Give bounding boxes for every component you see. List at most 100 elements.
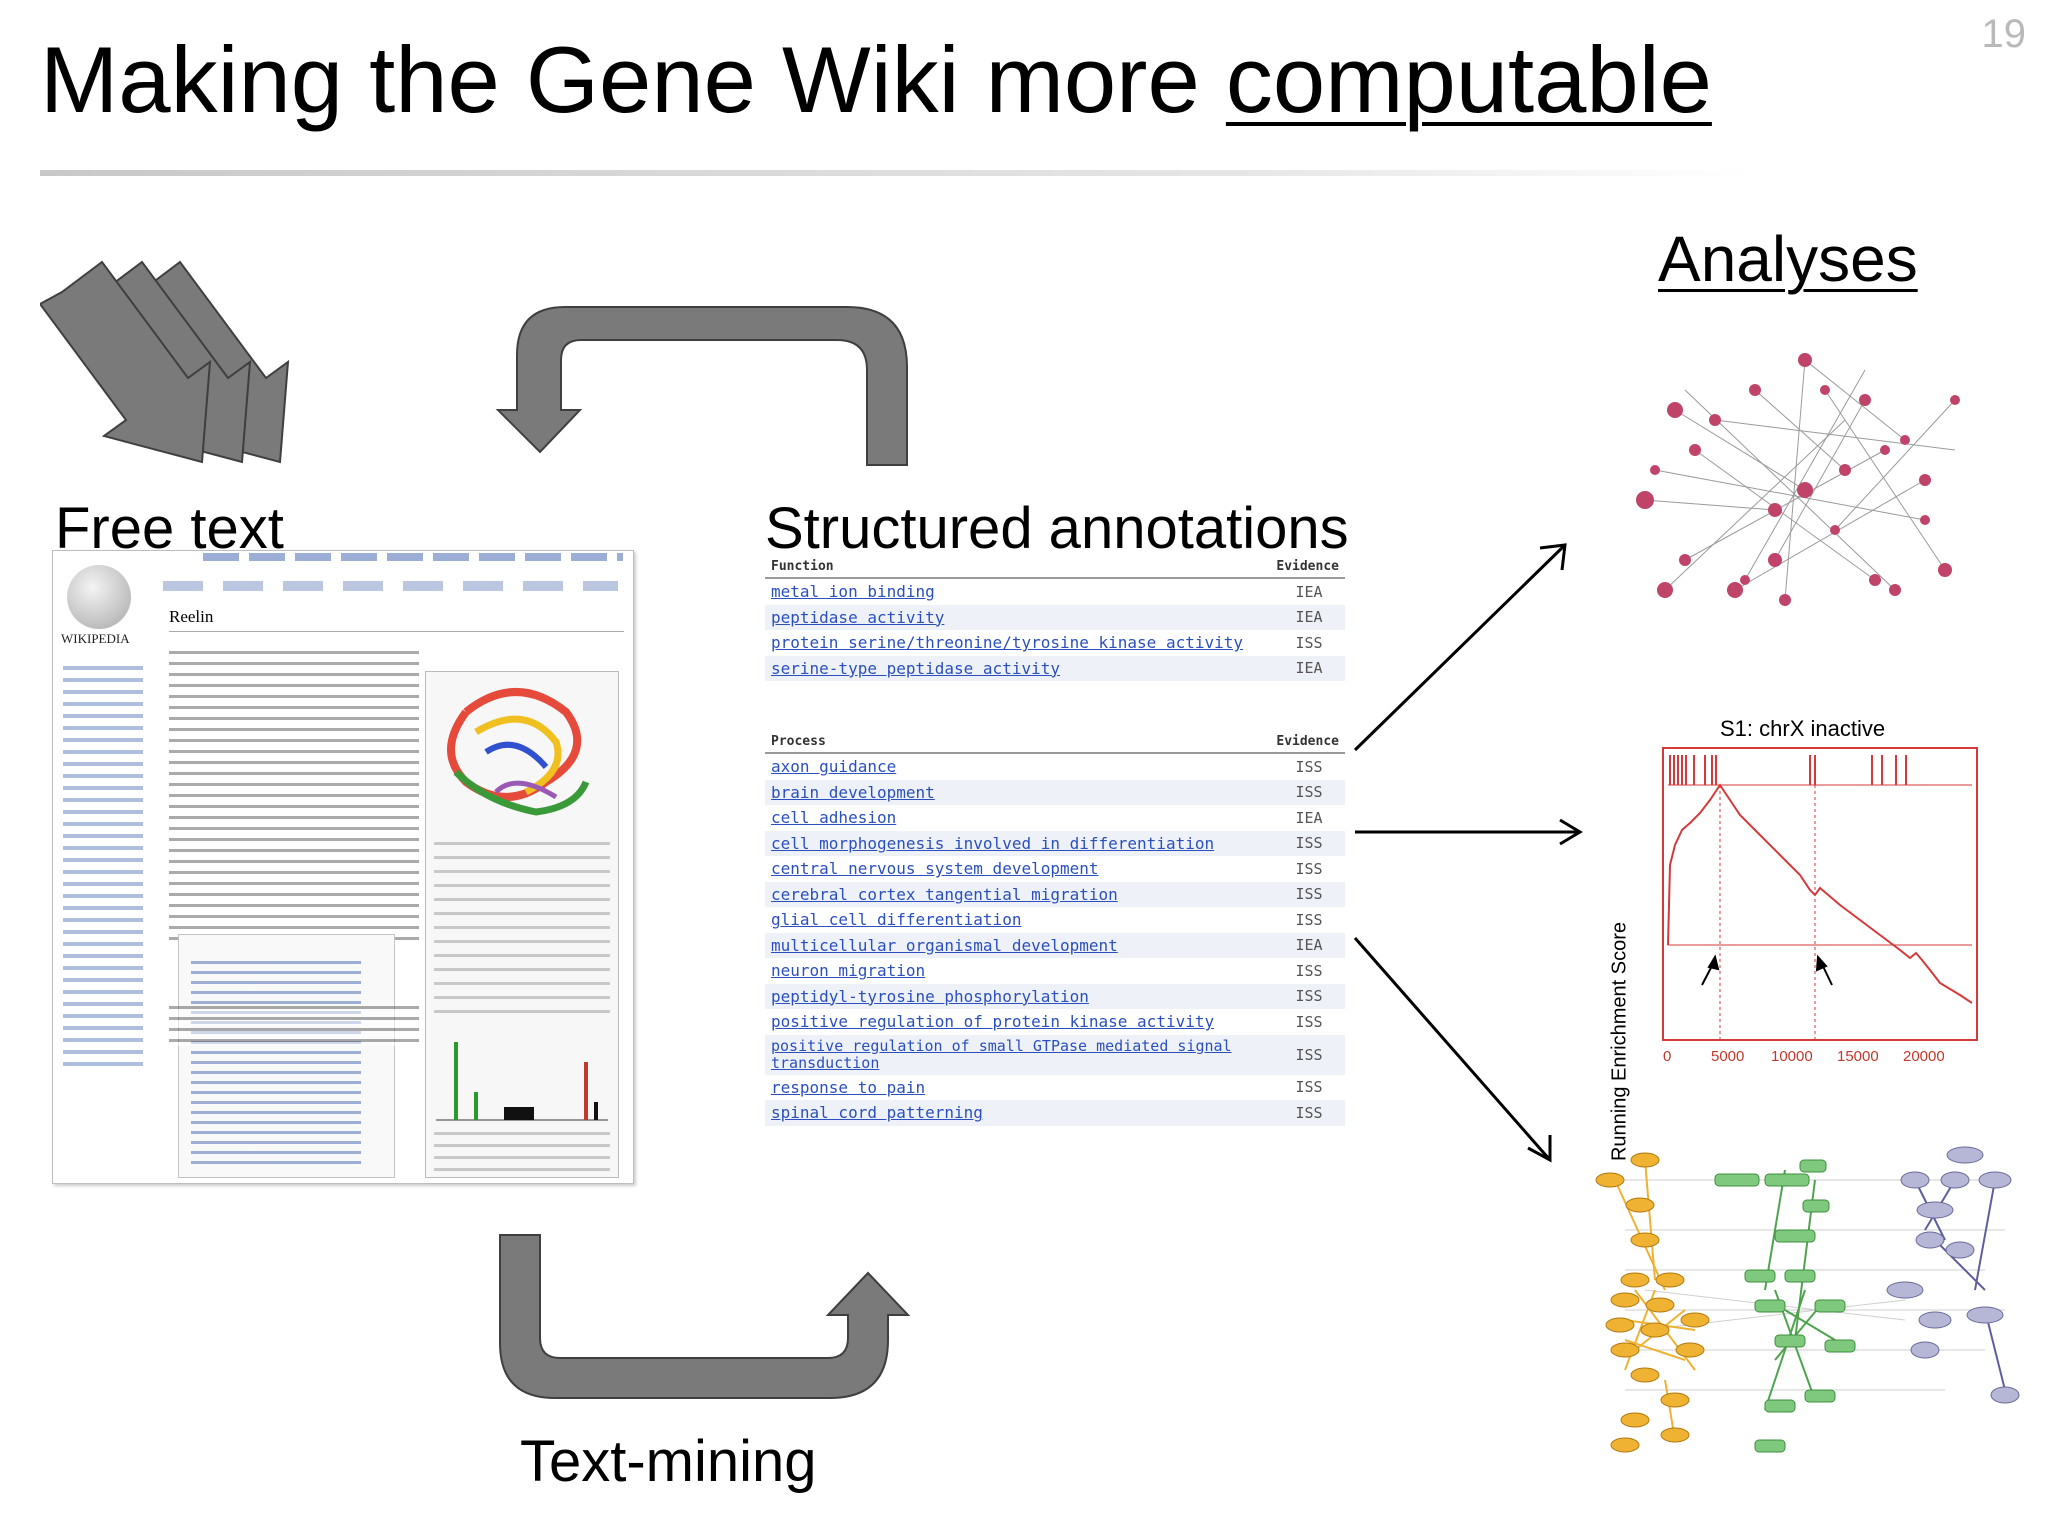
- go-term-link[interactable]: response to pain: [771, 1077, 926, 1097]
- evidence-code: ISS: [1295, 1012, 1323, 1031]
- evidence-code: IEA: [1295, 659, 1323, 678]
- go-term-link[interactable]: multicellular organismal development: [771, 935, 1118, 955]
- go-term-link[interactable]: neuron migration: [771, 961, 926, 981]
- arrow-to-network: [1353, 543, 1567, 752]
- analysis-arrows: [1353, 543, 1583, 1163]
- go-term-link[interactable]: metal ion binding: [771, 582, 935, 602]
- wiki-article-heading: Reelin: [169, 607, 214, 626]
- process-header-term: Process: [771, 734, 826, 749]
- go-term-link[interactable]: spinal cord patterning: [771, 1103, 983, 1123]
- wiki-infobox: [425, 671, 619, 1178]
- evidence-code: ISS: [1295, 859, 1323, 878]
- evidence-code: ISS: [1295, 987, 1323, 1006]
- evidence-code: ISS: [1295, 834, 1323, 853]
- wiki-tabs: [163, 581, 618, 591]
- title-emphasis: computable: [1225, 27, 1712, 132]
- go-term-link[interactable]: positive regulation of protein kinase ac…: [771, 1012, 1215, 1032]
- go-term-link[interactable]: serine-type peptidase activity: [771, 658, 1060, 678]
- gsea-x-tick: 10000: [1771, 1048, 1813, 1065]
- interaction-network-pink: [1636, 353, 1960, 606]
- gsea-enrichment-plot: [1662, 747, 1978, 1041]
- gsea-x-tick: 15000: [1837, 1048, 1879, 1065]
- function-table-header: Function Evidence: [765, 557, 1345, 579]
- go-term-link[interactable]: positive regulation of small GTPase medi…: [771, 1036, 1232, 1072]
- go-term-link[interactable]: brain development: [771, 782, 935, 802]
- triple-arrow-icon: [40, 260, 290, 464]
- gsea-x-ticks: 0 5000 10000 15000 20000: [1660, 1048, 1980, 1072]
- pathway-network-diagram: [1595, 1146, 2020, 1453]
- go-term-link[interactable]: glial cell differentiation: [771, 910, 1022, 930]
- evidence-code: IEA: [1295, 936, 1323, 955]
- wiki-personal-links: [203, 553, 623, 561]
- block-arrow-1: [40, 260, 212, 464]
- evidence-code: ISS: [1295, 1078, 1323, 1097]
- go-term-link[interactable]: axon guidance: [771, 757, 897, 777]
- annotation-row: multicellular organismal development IEA: [765, 932, 1345, 958]
- go-term-link[interactable]: peptidyl-tyrosine phosphorylation: [771, 986, 1089, 1006]
- annotation-row: protein serine/threonine/tyrosine kinase…: [765, 630, 1345, 656]
- go-term-link[interactable]: protein serine/threonine/tyrosine kinase…: [771, 633, 1244, 653]
- gsea-running-score-line: [1667, 783, 1973, 1004]
- function-header-term: Function: [771, 559, 834, 574]
- evidence-code: ISS: [1295, 1045, 1323, 1064]
- evidence-code: IEA: [1295, 608, 1323, 627]
- gsea-plot-title: S1: chrX inactive: [1720, 716, 1886, 741]
- annotation-row: brain development ISS: [765, 779, 1345, 805]
- annotation-row: peptidase activity IEA: [765, 604, 1345, 630]
- annotation-row: metal ion binding IEA: [765, 579, 1345, 605]
- gsea-x-tick: 5000: [1711, 1048, 1745, 1065]
- wiki-body-text-2: [169, 1006, 419, 1046]
- uturn-arrow-top-icon: [495, 306, 908, 466]
- evidence-code: ISS: [1295, 885, 1323, 904]
- function-header-evidence: Evidence: [1276, 559, 1339, 574]
- annotation-row: neuron migration ISS: [765, 958, 1345, 984]
- evidence-code: ISS: [1295, 961, 1323, 980]
- arrow-to-pathway: [1353, 937, 1552, 1161]
- evidence-code: IEA: [1295, 808, 1323, 827]
- evidence-code: ISS: [1295, 1103, 1323, 1122]
- wiki-sidebar-nav: [63, 666, 143, 1066]
- wikipedia-wordmark: WIKIPEDIA: [61, 631, 130, 646]
- go-term-link[interactable]: cerebral cortex tangential migration: [771, 884, 1118, 904]
- evidence-code: ISS: [1295, 910, 1323, 929]
- process-table-header: Process Evidence: [765, 732, 1345, 754]
- evidence-code: ISS: [1295, 783, 1323, 802]
- title-divider: [40, 170, 1750, 176]
- annotation-row: axon guidance ISS: [765, 754, 1345, 780]
- annotation-row: positive regulation of protein kinase ac…: [765, 1009, 1345, 1035]
- annotation-row: central nervous system development ISS: [765, 856, 1345, 882]
- title-prefix: Making the Gene Wiki more: [40, 27, 1226, 132]
- annotation-row: serine-type peptidase activity IEA: [765, 655, 1345, 681]
- text-mining-label: Text-mining: [520, 1429, 817, 1494]
- wiki-body-text: [169, 651, 419, 941]
- analyses-label: Analyses: [1658, 223, 1918, 295]
- wikipedia-globe-icon: [67, 565, 131, 629]
- wiki-heading-rule: [169, 631, 624, 632]
- uturn-top-shape: [495, 306, 908, 466]
- wikipedia-page-thumbnail: WIKIPEDIA Reelin: [52, 550, 634, 1184]
- annotation-row: spinal cord patterning ISS: [765, 1100, 1345, 1126]
- uturn-arrow-bottom-icon: [499, 1234, 911, 1399]
- uturn-bottom-shape: [499, 1234, 911, 1399]
- expression-bar-chart: [436, 1042, 608, 1121]
- go-term-link[interactable]: central nervous system development: [771, 859, 1099, 879]
- evidence-code: IEA: [1295, 582, 1323, 601]
- annotation-row: glial cell differentiation ISS: [765, 907, 1345, 933]
- structured-annotations-label: Structured annotations: [765, 496, 1349, 561]
- annotation-row: cell morphogenesis involved in different…: [765, 830, 1345, 856]
- evidence-code: ISS: [1295, 757, 1323, 776]
- slide-number: 19: [1981, 12, 2027, 56]
- gsea-frame: [1662, 747, 1978, 1041]
- go-term-link[interactable]: cell morphogenesis involved in different…: [771, 833, 1215, 853]
- slide-title: Making the Gene Wiki more computable: [40, 28, 1712, 131]
- go-term-link[interactable]: peptidase activity: [771, 607, 945, 627]
- annotation-row: cerebral cortex tangential migration ISS: [765, 881, 1345, 907]
- annotation-row: peptidyl-tyrosine phosphorylation ISS: [765, 983, 1345, 1009]
- gsea-x-tick: 0: [1663, 1048, 1672, 1065]
- process-header-evidence: Evidence: [1276, 734, 1339, 749]
- go-term-link[interactable]: cell adhesion: [771, 808, 897, 828]
- protein-structure-icon: [447, 688, 590, 816]
- evidence-code: ISS: [1295, 633, 1323, 652]
